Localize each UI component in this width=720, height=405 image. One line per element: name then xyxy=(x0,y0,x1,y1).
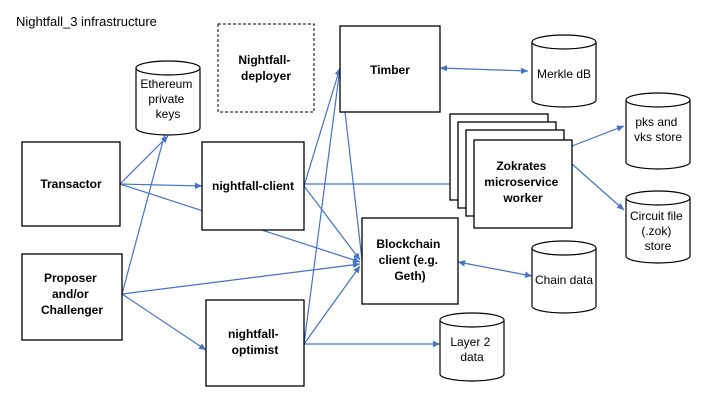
svg-text:pks and vks store: pks and vks store xyxy=(634,115,682,144)
edge-transactor-client xyxy=(119,182,203,190)
diagram-title: Nightfall_3 infrastructure xyxy=(16,14,157,29)
timber-box: Timber xyxy=(339,25,441,113)
edge-optimist-timber xyxy=(303,67,343,345)
edge-blockchain-chaindata xyxy=(457,260,533,278)
svg-text:Blockchain client (e.g.: Blockchain client (e.g. Geth) xyxy=(376,237,443,283)
edge-optimist-blockchain xyxy=(303,265,361,345)
edge-transactor-keys xyxy=(119,135,169,185)
edge-client-blockchain xyxy=(303,185,361,261)
circuit-file-store: Circuit file (.zok) store xyxy=(625,190,691,264)
merkle-db-store: Merkle dB xyxy=(531,34,597,108)
nightfall-optimist-box: nightfall- optimist xyxy=(205,299,305,387)
edge-zokrates-pks xyxy=(571,125,625,147)
layer2-data-store: Layer 2 data xyxy=(439,312,505,382)
transactor-label: Transactor xyxy=(40,177,102,191)
svg-text:Proposer and/or Ch: Proposer and/or Challenger xyxy=(41,271,103,317)
svg-text:Nightfall- deployer: Nightfall- deployer xyxy=(238,53,293,83)
proposer-box: Proposer and/or Challenger xyxy=(21,253,123,341)
svg-text:Zokrates microservice: Zokrates microservice worker xyxy=(484,159,561,205)
chain-data-store: Chain data xyxy=(531,240,597,314)
svg-text:Circuit file (.zok): Circuit file (.zok) store xyxy=(630,209,686,253)
svg-text:Merkle dB: Merkle dB xyxy=(537,67,591,81)
edge-zokrates-circuit xyxy=(571,163,625,211)
svg-text:Timber: Timber xyxy=(370,63,410,77)
svg-text:nightfall- optimist: nightfall- optimist xyxy=(228,327,282,357)
svg-text:Transactor: Transactor xyxy=(40,177,102,191)
svg-text:Chain data: Chain data xyxy=(535,273,593,287)
edge-proposer-blockchain xyxy=(121,261,361,295)
blockchain-client-box: Blockchain client (e.g. Geth) xyxy=(361,217,459,305)
nightfall-deployer-box: Nightfall- deployer xyxy=(217,23,315,113)
transactor-box: Transactor xyxy=(21,141,121,227)
svg-text:nightfall-client: nightfall-client xyxy=(212,179,294,193)
edge-proposer-optimist xyxy=(121,293,207,351)
edge-client-timber xyxy=(303,67,342,187)
svg-text:Layer 2 data: Layer 2 data xyxy=(450,335,493,364)
ethereum-keys-store: Ethereum private keys xyxy=(135,60,201,136)
edge-timber-merkle xyxy=(439,65,529,74)
nightfall-client-box: nightfall-client xyxy=(201,141,305,231)
svg-text:Ethereum private k: Ethereum private keys xyxy=(140,77,195,121)
zokrates-worker-stack: Zokrates microservice worker xyxy=(449,113,573,229)
edge-proposer-keys xyxy=(121,121,170,295)
pks-vks-store: pks and vks store xyxy=(625,92,691,170)
